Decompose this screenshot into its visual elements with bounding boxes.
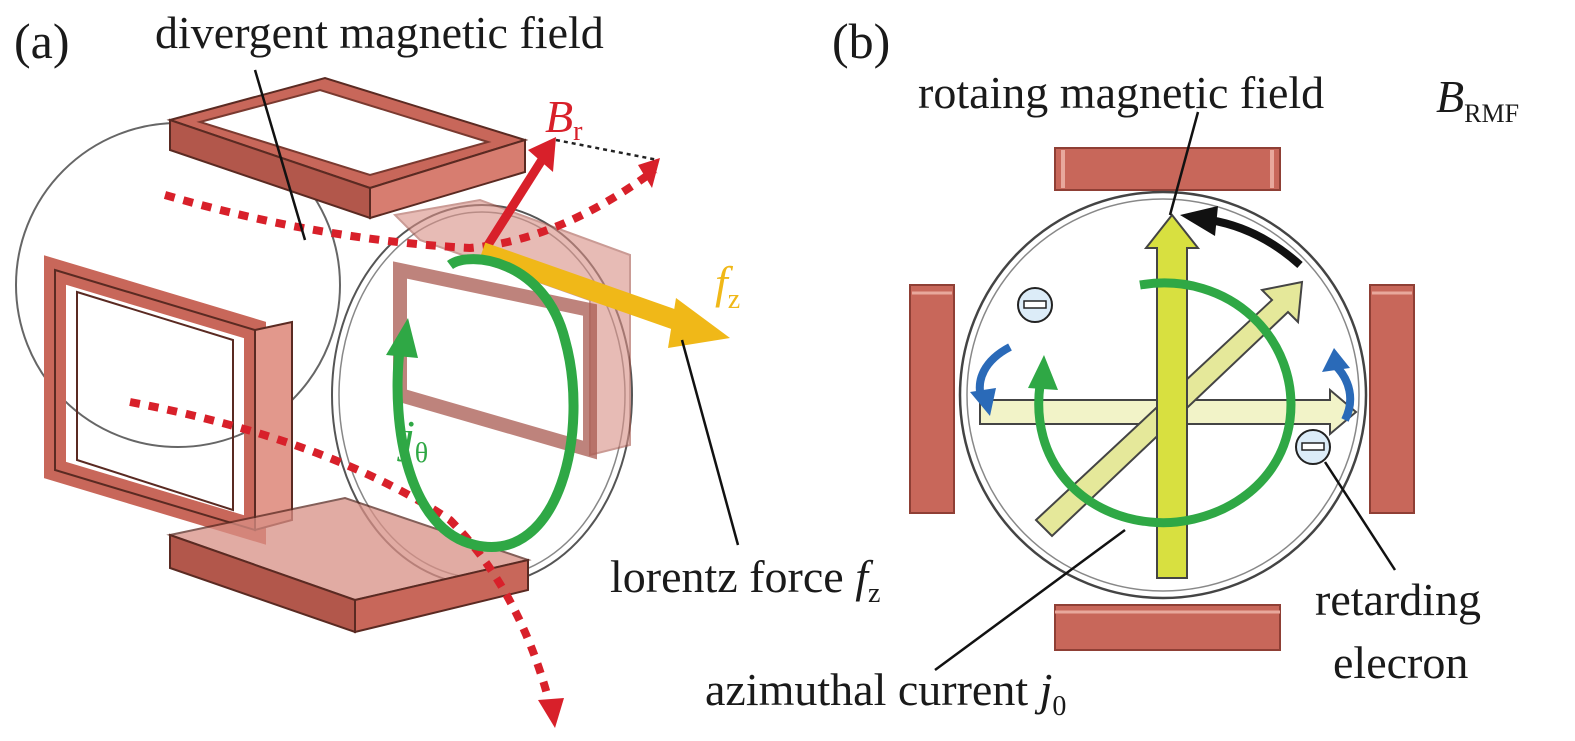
- leader-rotating: [1168, 111, 1200, 216]
- rotation-arrow: [1209, 216, 1303, 268]
- panel-a-tag: (a): [14, 13, 70, 69]
- coil-left: [44, 255, 293, 545]
- j-theta-loop-head: [386, 318, 418, 358]
- label-j-theta: jθ: [397, 411, 428, 469]
- coil-bottom: [166, 496, 532, 634]
- label-elecron: elecron: [1333, 637, 1468, 688]
- rmf-coil-right: [1369, 284, 1415, 514]
- label-azimuthal-current: azimuthal current j0: [705, 664, 1066, 722]
- blue-arrow-left-head: [970, 388, 996, 416]
- rmf-chamber-inner: [966, 198, 1360, 592]
- label-divergent-field: divergent magnetic field: [155, 7, 604, 58]
- field-line-upper-head: [638, 158, 660, 188]
- azimuthal-current-loop: [1034, 278, 1296, 528]
- rmf-coil-top: [1054, 147, 1281, 191]
- electron-right-icon: [1295, 429, 1331, 465]
- coil-back-right: [392, 198, 631, 460]
- leader-azimuthal: [934, 528, 1126, 672]
- label-br: Br: [545, 91, 583, 147]
- blue-arrow-right-head: [1322, 348, 1350, 372]
- fz-arrow-head: [668, 298, 730, 348]
- fz-arrow: [478, 242, 694, 335]
- br-dotted-guide: [555, 138, 659, 162]
- panel-b: (b) rotaing magnetic field BRMF retardin…: [705, 13, 1519, 722]
- label-fz-arrow: fz: [715, 257, 740, 315]
- rotation-arrow-head: [1180, 206, 1218, 236]
- leader-lorentz: [680, 339, 740, 546]
- field-line-lower: [129, 398, 554, 707]
- label-lorentz-force: lorentz force fz: [610, 551, 880, 609]
- label-b-rmf: BRMF: [1436, 71, 1519, 128]
- j-theta-loop: [392, 254, 579, 552]
- electron-left-icon: [1017, 287, 1053, 323]
- panel-a: (a) divergent magnetic field Br fz jθ lo…: [14, 7, 880, 728]
- leader-divergent: [253, 69, 307, 241]
- leader-retarding: [1323, 461, 1397, 571]
- rmf-coil-left: [909, 284, 955, 514]
- rmf-chamber-outer: [958, 190, 1368, 600]
- label-rotating-field: rotaing magnetic field: [918, 67, 1324, 118]
- panel-b-tag: (b): [832, 13, 890, 69]
- br-arrow: [484, 152, 549, 248]
- coil-top: [166, 76, 529, 220]
- label-retarding: retarding: [1315, 574, 1481, 625]
- br-arrow-head: [528, 137, 556, 172]
- azimuthal-current-head: [1028, 355, 1058, 390]
- field-line-lower-head: [538, 698, 564, 728]
